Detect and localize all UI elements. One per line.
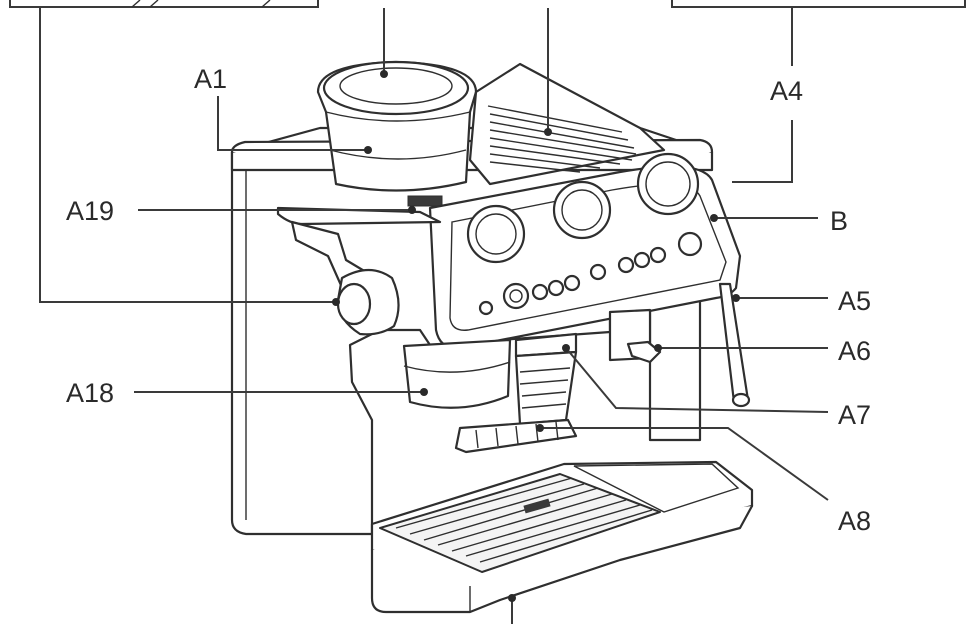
bean-hopper <box>316 60 478 207</box>
label-a6: A6 <box>838 336 871 366</box>
top-callout-box-right <box>671 0 966 8</box>
dosing-funnel <box>402 338 512 409</box>
callout-dots <box>332 70 740 602</box>
label-a7: A7 <box>838 400 871 430</box>
steam-wand <box>718 282 751 408</box>
dial-left <box>466 204 526 264</box>
label-a4: A4 <box>770 76 803 106</box>
leader-lines <box>39 8 829 624</box>
hot-water-outlet <box>608 308 662 364</box>
drip-tray-grille <box>395 477 653 563</box>
label-a5: A5 <box>838 286 871 316</box>
label-b: B <box>830 206 848 236</box>
label-a19: A19 <box>66 196 114 226</box>
dial-middle <box>552 180 612 240</box>
cup-warming-tray <box>468 62 666 186</box>
drip-tray <box>370 460 754 614</box>
drip-tray-logo <box>523 498 551 514</box>
top-callout-box-left <box>9 0 319 8</box>
panel-buttons <box>478 231 703 316</box>
portafilter-handle <box>290 220 400 336</box>
label-a1: A1 <box>194 64 227 94</box>
cup-rack <box>454 418 578 454</box>
group-head <box>514 332 578 426</box>
dial-right <box>636 152 700 216</box>
label-a8: A8 <box>838 506 871 536</box>
label-a18: A18 <box>66 378 114 408</box>
